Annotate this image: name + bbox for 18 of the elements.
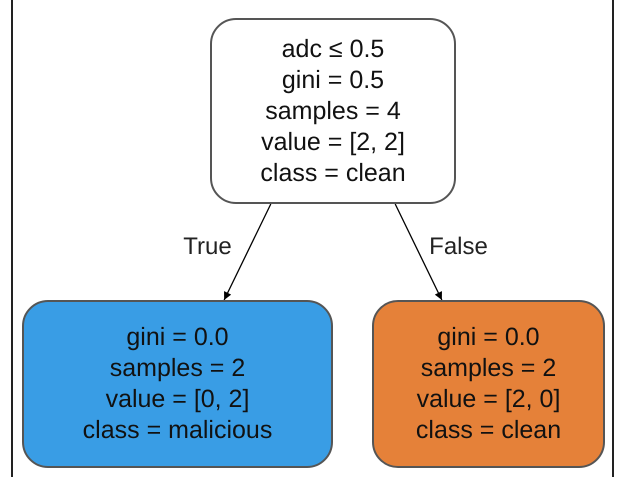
node-text: class = clean	[260, 158, 406, 188]
tree-node	[210, 18, 456, 204]
node-text: samples = 2	[110, 353, 246, 384]
node-text: class = clean	[416, 415, 562, 446]
node-text: samples = 4	[265, 96, 401, 126]
node-text: class = malicious	[82, 415, 272, 446]
arrow	[224, 204, 272, 300]
arrow	[394, 204, 442, 300]
node-text: gini = 0.0	[437, 322, 540, 353]
node-text: gini = 0.0	[126, 322, 229, 353]
node-text: adc ≤ 0.5	[282, 34, 384, 64]
tree-node	[22, 300, 333, 468]
node-text: samples = 2	[420, 353, 556, 384]
node-text: value = [2, 2]	[261, 126, 405, 158]
tree-node	[372, 300, 605, 468]
node-text: gini = 0.5	[282, 64, 384, 96]
node-text: value = [0, 2]	[106, 384, 250, 415]
node-text: value = [2, 0]	[416, 384, 560, 415]
